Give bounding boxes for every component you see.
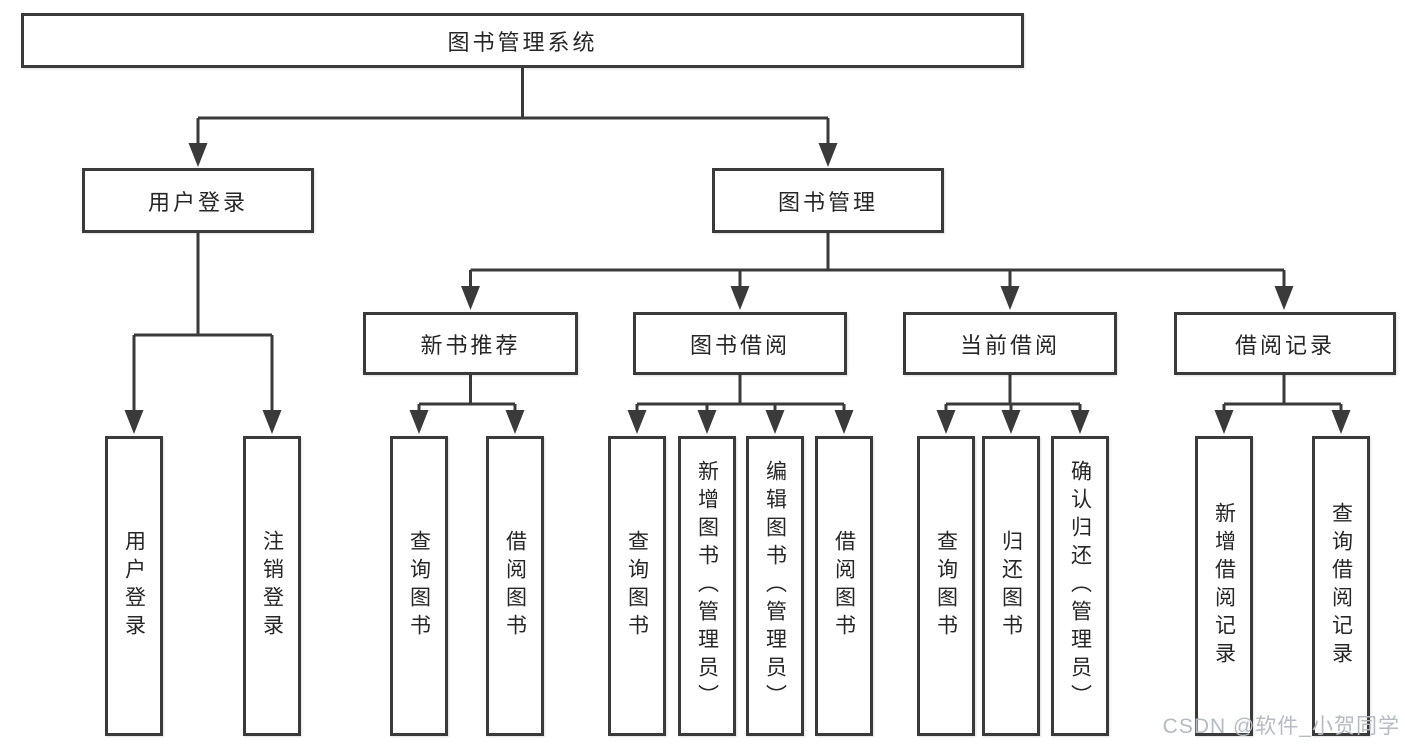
- leaf-borrow-books: 借阅图书: [815, 436, 873, 736]
- arrowhead: [834, 410, 854, 434]
- arrowhead: [461, 286, 480, 310]
- arrowhead: [1070, 410, 1090, 434]
- arrowhead: [936, 410, 956, 434]
- leaf-label: 新增借阅记录: [1212, 502, 1236, 670]
- leaf-label: 编辑图书（管理员）: [763, 460, 787, 712]
- arrowhead: [627, 410, 647, 434]
- arrowhead: [1274, 286, 1294, 310]
- leaf-label: 确认归还（管理员）: [1068, 460, 1092, 712]
- leaf-label: 借阅图书: [832, 530, 856, 642]
- leaf-user-login: 用户登录: [105, 436, 163, 736]
- leaf-edit-books-admin: 编辑图书（管理员）: [746, 436, 804, 736]
- leaf-add-borrow-record: 新增借阅记录: [1195, 436, 1253, 736]
- node-new-book-recommend: 新书推荐: [363, 312, 578, 375]
- leaf-label: 新增图书（管理员）: [695, 460, 719, 712]
- arrowhead: [262, 410, 282, 434]
- node-book-borrowing: 图书借阅: [633, 312, 847, 375]
- leaf-query-borrow-record: 查询借阅记录: [1312, 436, 1370, 736]
- arrowhead: [1000, 286, 1020, 310]
- leaf-label: 用户登录: [122, 530, 146, 642]
- leaf-label: 借阅图书: [503, 530, 527, 642]
- leaf-label: 归还图书: [999, 530, 1023, 642]
- leaf-label: 查询图书: [934, 530, 958, 642]
- leaf-label: 查询图书: [625, 530, 649, 642]
- arrowhead: [765, 410, 785, 434]
- leaf-add-books-admin: 新增图书（管理员）: [678, 436, 736, 736]
- leaf-label: 查询图书: [407, 530, 431, 642]
- leaf-confirm-return-admin: 确认归还（管理员）: [1051, 436, 1109, 736]
- node-library-management-system: 图书管理系统: [21, 13, 1024, 68]
- arrowhead: [409, 410, 429, 434]
- leaf-return-books: 归还图书: [982, 436, 1040, 736]
- arrowhead: [818, 143, 838, 167]
- node-borrow-records: 借阅记录: [1174, 312, 1396, 375]
- node-user-login: 用户登录: [82, 168, 314, 233]
- leaf-borrow-books-recommend: 借阅图书: [486, 436, 544, 736]
- leaf-query-books-current: 查询图书: [917, 436, 975, 736]
- leaf-label: 查询借阅记录: [1329, 502, 1353, 670]
- arrowhead: [505, 410, 525, 434]
- arrowhead: [124, 410, 144, 434]
- csdn-watermark: CSDN @软件_小贺同学: [1162, 715, 1400, 738]
- arrowhead: [730, 286, 750, 310]
- arrowhead: [697, 410, 717, 434]
- node-current-borrowing: 当前借阅: [903, 312, 1117, 375]
- arrowhead: [1001, 410, 1021, 434]
- node-book-management: 图书管理: [712, 168, 944, 233]
- leaf-query-books-recommend: 查询图书: [390, 436, 448, 736]
- arrowhead: [1214, 410, 1234, 434]
- leaf-label: 注销登录: [260, 530, 284, 642]
- arrowhead: [1331, 410, 1351, 434]
- leaf-logout: 注销登录: [243, 436, 301, 736]
- arrowhead: [188, 143, 208, 167]
- leaf-query-books-borrowing: 查询图书: [608, 436, 666, 736]
